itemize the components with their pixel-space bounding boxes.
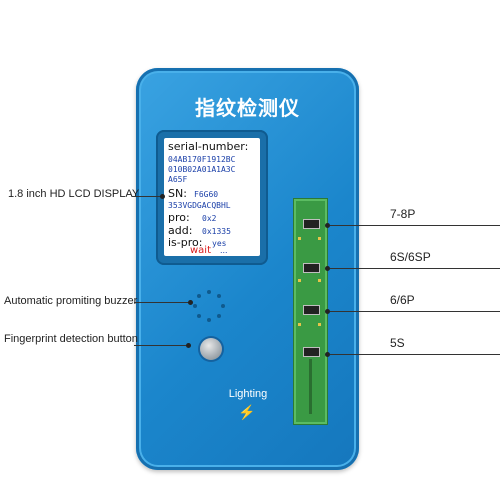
lcd-bezel: serial-number: 04AB170F1912BC 010B02A01A… bbox=[156, 130, 268, 265]
callout-5s-line bbox=[330, 354, 500, 355]
buzzer-grille bbox=[193, 290, 225, 322]
lightning-bolt-icon: ⚡ bbox=[238, 404, 256, 420]
callout-78p-dot bbox=[325, 223, 330, 228]
callout-78p-line bbox=[330, 225, 500, 226]
callout-display-dot bbox=[160, 194, 165, 199]
callout-button-line bbox=[134, 345, 188, 346]
callout-6s-dot bbox=[325, 266, 330, 271]
add-value: 0x1335 bbox=[202, 227, 231, 236]
add-label: add: bbox=[168, 224, 193, 237]
callout-6-dot bbox=[325, 309, 330, 314]
device-title: 指纹检测仪 bbox=[195, 96, 300, 120]
sn-line-2: 353VGDGACQBHL bbox=[168, 201, 231, 210]
callout-5s-dot bbox=[325, 352, 330, 357]
serial-line-3: A65F bbox=[168, 175, 188, 184]
connector-5s[interactable] bbox=[303, 347, 320, 357]
callout-5s-label: 5S bbox=[390, 336, 405, 350]
serial-label: serial-number: bbox=[168, 140, 249, 153]
callout-6s-line bbox=[330, 268, 500, 269]
serial-line-2: 010B02A01A1A3C bbox=[168, 165, 236, 174]
callout-buzzer-label: Automatic promiting buzzer bbox=[4, 295, 138, 307]
fingerprint-tester-device: 指纹检测仪 serial-number: 04AB170F1912BC 010B… bbox=[136, 68, 359, 470]
lcd-display: serial-number: 04AB170F1912BC 010B02A01A… bbox=[164, 138, 260, 256]
wait-status: wait bbox=[190, 245, 212, 256]
callout-6-label: 6/6P bbox=[390, 293, 415, 307]
callout-button-dot bbox=[186, 343, 191, 348]
connector-6s-6sp[interactable] bbox=[303, 263, 320, 273]
fingerprint-detection-button[interactable] bbox=[200, 338, 222, 360]
callout-6-line bbox=[330, 311, 500, 312]
sn-value: F6G60 bbox=[194, 190, 219, 199]
callout-buzzer-dot bbox=[188, 300, 193, 305]
callout-display-line bbox=[132, 196, 162, 197]
callout-button-label: Fingerprint detection button bbox=[4, 333, 138, 345]
callout-buzzer-line bbox=[134, 302, 190, 303]
connector-6-6p[interactable] bbox=[303, 305, 320, 315]
callout-78p-label: 7-8P bbox=[390, 207, 416, 221]
connector-board bbox=[293, 198, 328, 425]
is-pro-label: is-pro: bbox=[168, 236, 203, 249]
connector-7-8p[interactable] bbox=[303, 219, 320, 229]
callout-6s-label: 6S/6SP bbox=[390, 250, 431, 264]
sn-label: SN: bbox=[168, 187, 187, 200]
pro-label: pro: bbox=[168, 211, 190, 224]
lighting-port-label: Lighting bbox=[228, 388, 268, 400]
callout-display-label: 1.8 inch HD LCD DISPLAY bbox=[8, 188, 140, 200]
serial-line-1: 04AB170F1912BC bbox=[168, 155, 236, 164]
wait-ellipsis: ... bbox=[220, 245, 228, 255]
pro-value: 0x2 bbox=[202, 214, 217, 223]
is-pro-value: yes bbox=[212, 239, 227, 248]
